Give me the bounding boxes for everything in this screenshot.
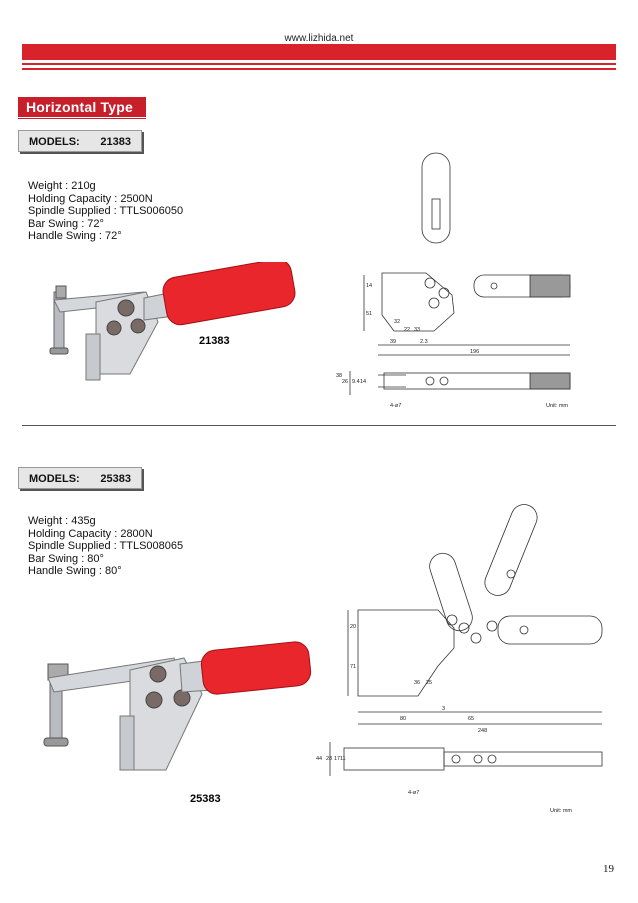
dim-label: 248 xyxy=(478,728,487,734)
dim-label: 65 xyxy=(468,716,474,722)
model-1-specs: Weight : 210g Holding Capacity : 2500N S… xyxy=(28,180,183,243)
spec-holding-capacity: Holding Capacity : 2800N xyxy=(28,527,153,540)
section-title: Horizontal Type xyxy=(18,97,146,117)
spec-bar-swing: Bar Swing : 80° xyxy=(28,552,104,565)
spec-handle-swing: Handle Swing : 72° xyxy=(28,230,122,242)
hole-note: 4-ø7 xyxy=(408,790,419,796)
spec-weight: Weight : 210g xyxy=(28,180,96,192)
model-label: MODELS: xyxy=(29,136,80,148)
technical-drawing-21383: 14 51 32 22 33 39 2.3 196 38 26 9.4 14 4… xyxy=(336,152,571,409)
header-rule-2 xyxy=(22,68,616,70)
dim-label: 51 xyxy=(366,311,372,317)
spec-weight: Weight : 435g xyxy=(28,515,96,527)
dim-label: 2.3 xyxy=(420,339,428,345)
model-box-2: MODELS: 25383 xyxy=(18,467,142,489)
dim-label: 38 xyxy=(336,373,342,379)
clamp-photo-21383: 21383 xyxy=(49,262,296,381)
dim-label: 36 xyxy=(414,680,420,686)
header-red-band xyxy=(22,44,616,60)
dim-label: 11 xyxy=(340,756,346,762)
dim-label: 71 xyxy=(350,664,356,670)
technical-drawing-25383: 20 71 36 25 3 80 65 248 44 28 17 11 4-ø7… xyxy=(316,504,603,814)
dim-label: 44 xyxy=(316,756,322,762)
model-box-1: MODELS: 21383 xyxy=(18,130,142,152)
spec-spindle: Spindle Supplied : TTLS006050 xyxy=(28,205,184,217)
section-divider xyxy=(22,425,616,426)
model-number: 25383 xyxy=(100,473,131,485)
clamp-photo-25383: 25383 xyxy=(43,641,312,805)
section-title-rule xyxy=(18,118,146,119)
dim-label: 3 xyxy=(442,706,445,712)
dim-label: 14 xyxy=(366,283,372,289)
dim-label: 80 xyxy=(400,716,406,722)
dim-label: 26 xyxy=(342,379,348,385)
dim-label: 28 xyxy=(326,756,332,762)
model-label: MODELS: xyxy=(29,473,80,485)
dim-label: 20 xyxy=(350,624,356,630)
dim-label: 9.4 xyxy=(352,379,360,385)
hole-note: 4-ø7 xyxy=(390,403,401,409)
model-2-specs: Weight : 435g Holding Capacity : 2800N S… xyxy=(28,515,183,578)
dim-label: 196 xyxy=(470,349,479,355)
unit-note: Unit: mm xyxy=(550,808,572,814)
photo-caption: 25383 xyxy=(190,793,221,805)
site-url: www.lizhida.net xyxy=(284,33,354,44)
dim-label: 22 xyxy=(404,327,410,333)
dim-label: 17 xyxy=(334,756,340,762)
unit-note: Unit: mm xyxy=(546,403,568,409)
spec-handle-swing: Handle Swing : 80° xyxy=(28,565,122,577)
dim-label: 32 xyxy=(394,319,400,325)
dim-label: 33 xyxy=(414,327,420,333)
model-number: 21383 xyxy=(100,136,131,148)
dim-label: 14 xyxy=(360,379,366,385)
dim-label: 25 xyxy=(426,680,432,686)
header-rule-1 xyxy=(22,63,616,65)
spec-holding-capacity: Holding Capacity : 2500N xyxy=(28,192,153,205)
photo-caption: 21383 xyxy=(199,335,230,347)
spec-spindle: Spindle Supplied : TTLS008065 xyxy=(28,540,184,552)
spec-bar-swing: Bar Swing : 72° xyxy=(28,217,104,230)
dim-label: 39 xyxy=(390,339,396,345)
page-number: 19 xyxy=(603,863,614,875)
